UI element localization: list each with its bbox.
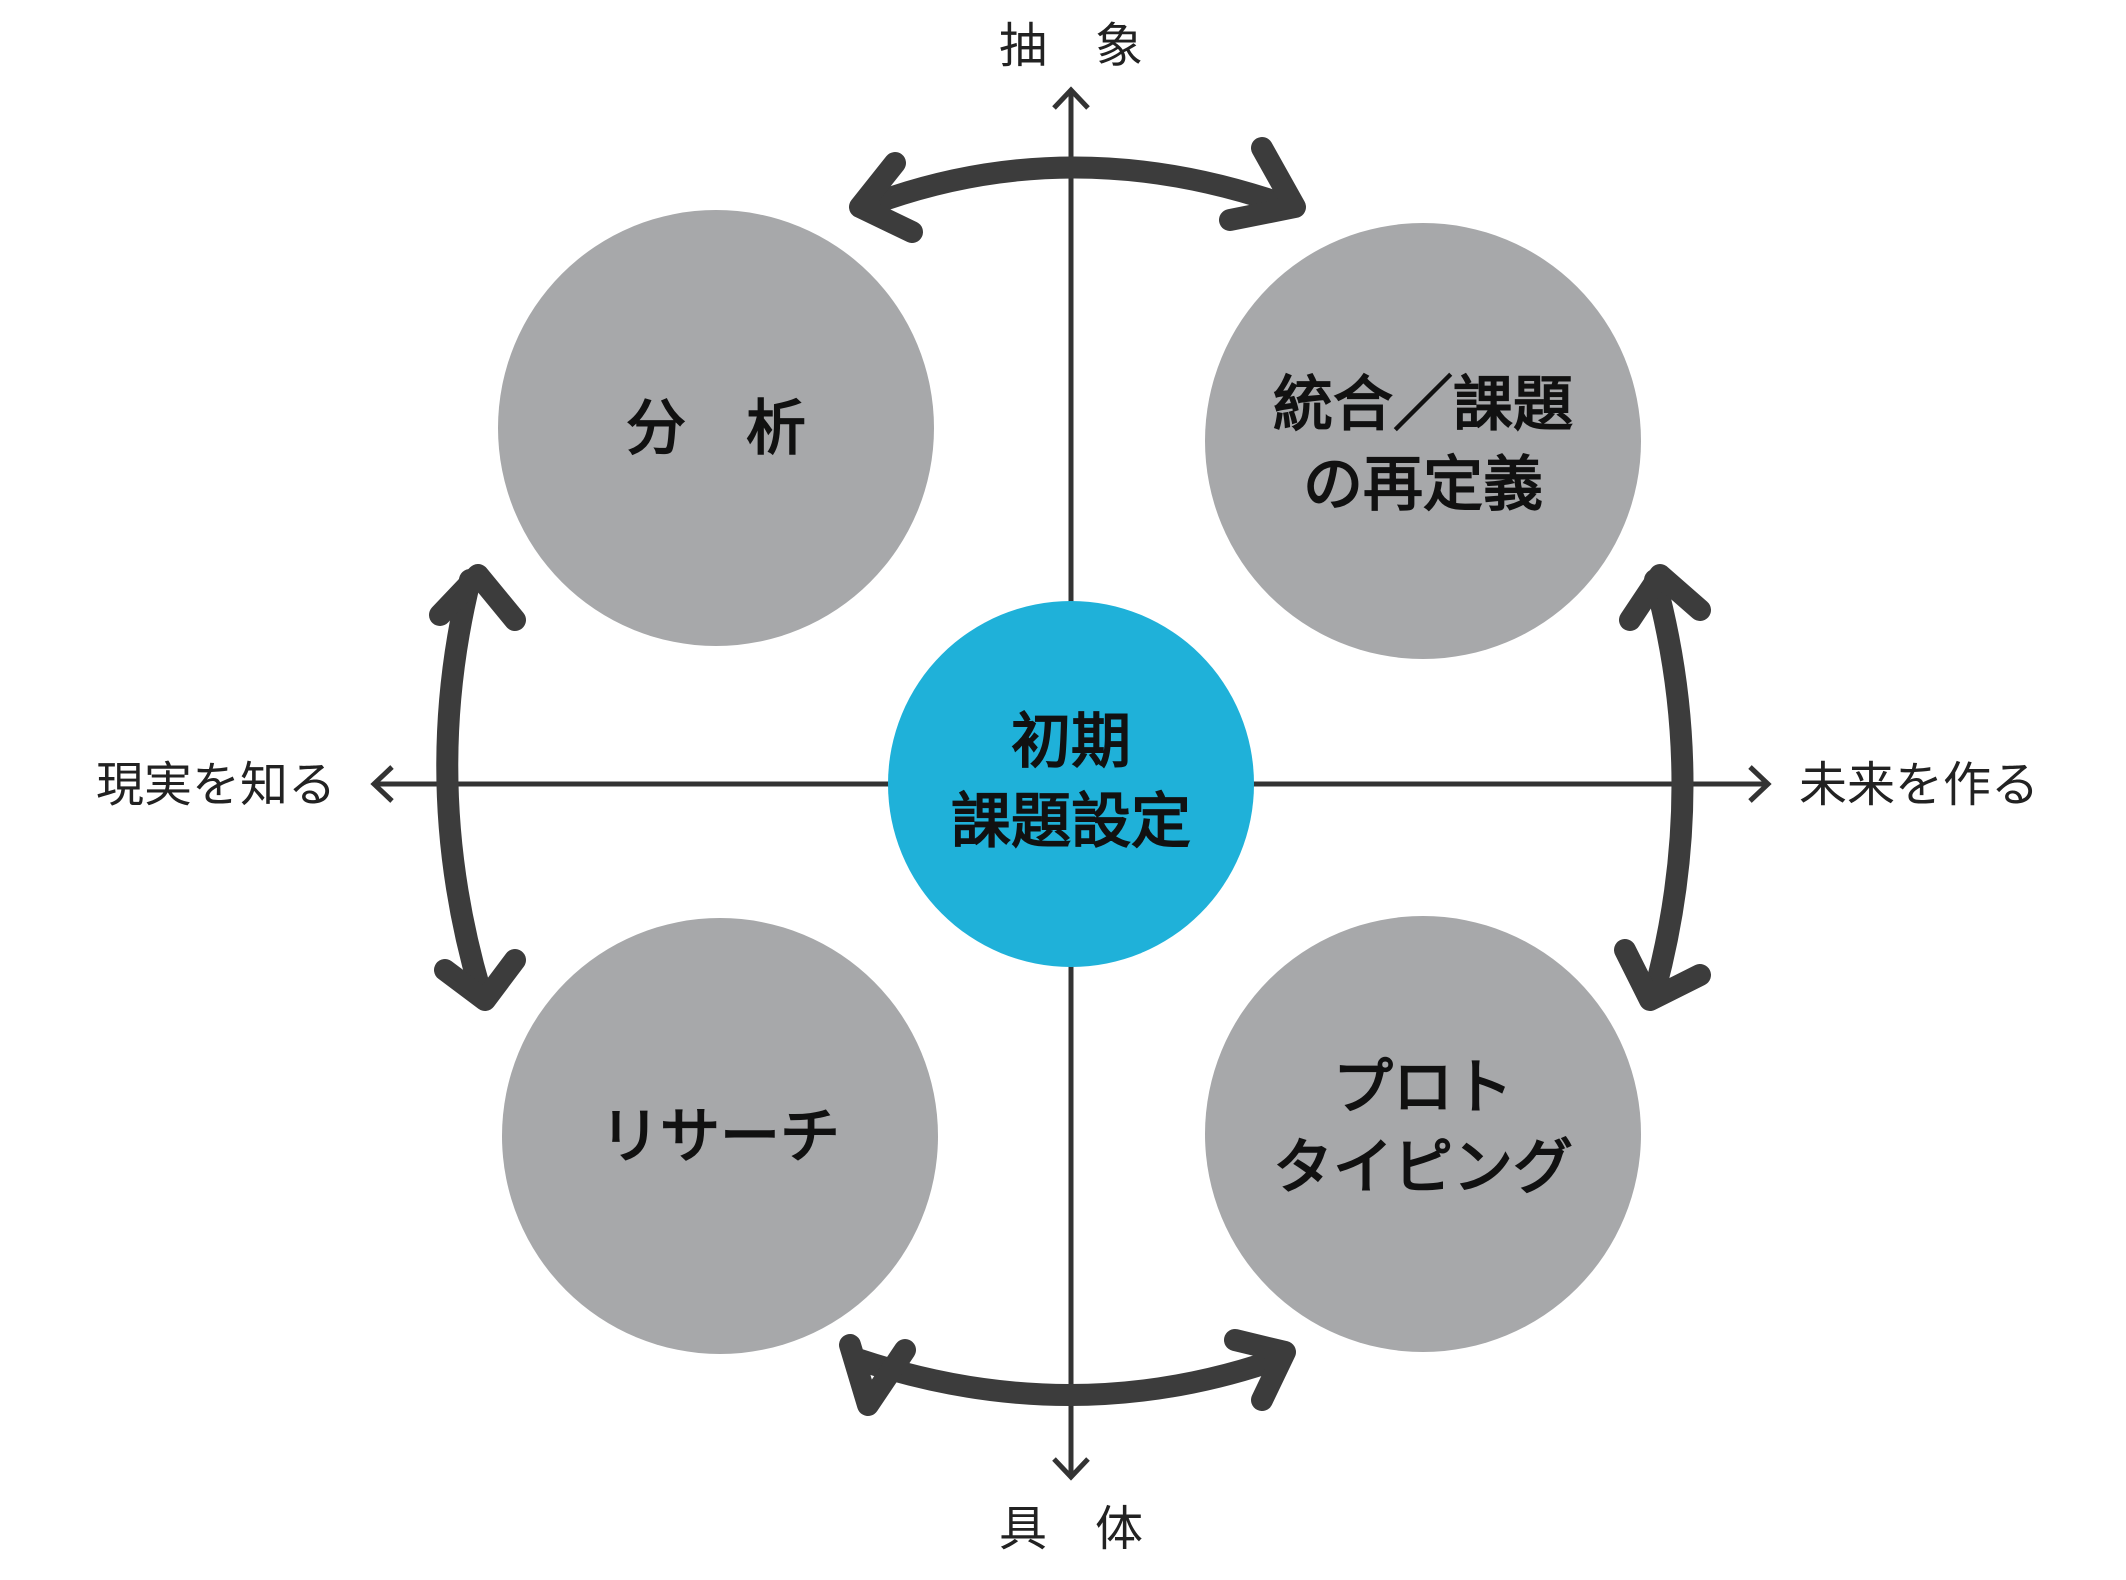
- axis-label-right: 未来を作る: [1799, 757, 2039, 813]
- node-analysis-circle: [498, 210, 934, 646]
- arrow-left-head-bottom: [434, 949, 526, 1011]
- arrow-top-curve: [859, 156, 1296, 216]
- axis-label-top: 抽 象: [999, 18, 1143, 74]
- arrow-left-head-top: [429, 564, 526, 631]
- arrow-top-head-left: [849, 152, 923, 243]
- axis-arrow-left: [370, 765, 394, 803]
- node-synthesis: 統合／課題 の再定義: [1205, 223, 1641, 659]
- node-synthesis-circle: [1205, 223, 1641, 659]
- arrow-right-curve: [1644, 569, 1694, 1001]
- axis-arrow-down: [1052, 1457, 1090, 1481]
- node-research-circle: [502, 918, 938, 1354]
- axis-arrow-right: [1748, 765, 1772, 803]
- node-prototyping-circle: [1205, 916, 1641, 1352]
- arrow-left-curve: [436, 569, 491, 1001]
- axis-label-bottom: 具 体: [999, 1501, 1143, 1557]
- arrow-right-head-bottom: [1614, 939, 1711, 1011]
- arrow-bottom-head-right: [1224, 1329, 1296, 1411]
- node-prototyping-label-line2: タイピング: [1273, 1133, 1573, 1203]
- arrow-bottom-curve: [849, 1349, 1286, 1406]
- arrow-right-head-top: [1619, 564, 1711, 631]
- node-initial-problem: 初期 課題設定: [888, 601, 1254, 967]
- node-prototyping-label-line1: プロト: [1333, 1053, 1513, 1123]
- arrow-bottom-head-left: [839, 1334, 916, 1416]
- axis-arrow-up: [1052, 86, 1090, 110]
- node-synthesis-label-line1: 統合／課題: [1273, 370, 1573, 440]
- node-research: リサーチ: [502, 918, 938, 1354]
- node-analysis: 分 析: [498, 210, 934, 646]
- node-analysis-label: 分 析: [626, 394, 806, 464]
- axis-label-left: 現実を知る: [96, 757, 336, 813]
- node-prototyping: プロト タイピング: [1205, 916, 1641, 1352]
- node-initial-problem-circle: [888, 601, 1254, 967]
- node-research-label: リサーチ: [600, 1102, 840, 1172]
- node-initial-problem-label-line2: 課題設定: [951, 787, 1191, 857]
- node-synthesis-label-line2: の再定義: [1303, 450, 1543, 520]
- node-initial-problem-label-line1: 初期: [1011, 707, 1131, 777]
- arrow-top-head-right: [1219, 137, 1306, 231]
- cycle-arrows: [429, 137, 1711, 1416]
